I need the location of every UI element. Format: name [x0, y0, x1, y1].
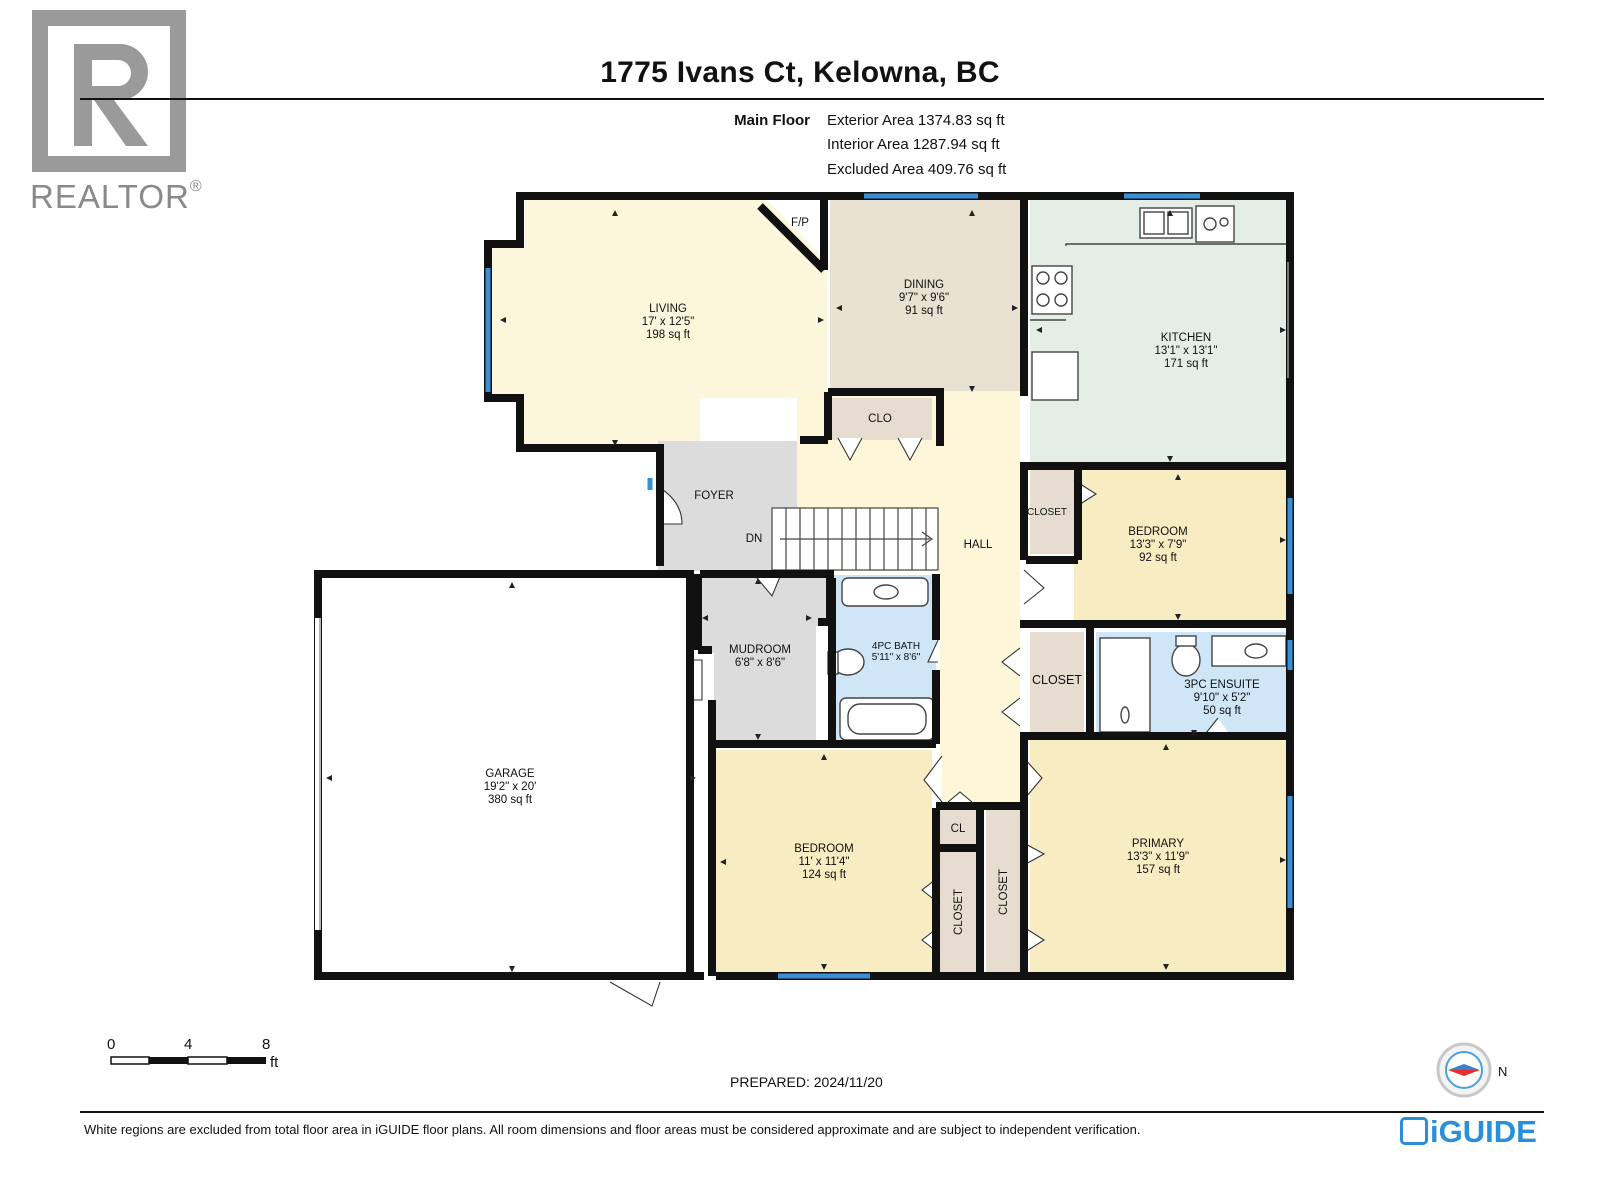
- scale-tick-0: 0: [107, 1036, 116, 1053]
- compass-north-label: N: [1498, 1064, 1507, 1079]
- page-title: 1775 Ivans Ct, Kelowna, BC: [600, 56, 1000, 89]
- compass-icon: N: [1436, 1042, 1507, 1098]
- living-name: LIVING: [649, 303, 687, 315]
- scale-tick-8: 8: [262, 1036, 271, 1053]
- dn-label: DN: [746, 533, 763, 545]
- mudroom-dims: 6'8" x 8'6": [735, 657, 785, 669]
- hall-closet-fill: [1030, 632, 1084, 732]
- dining-area: 91 sq ft: [905, 305, 944, 317]
- bedroom2-fill: [716, 750, 932, 972]
- bath4pc-dims: 5'11" x 8'6": [872, 652, 921, 663]
- garage-wall: [314, 570, 704, 980]
- kitchen-area: 171 sq ft: [1164, 358, 1209, 370]
- floor-label: Main Floor: [734, 112, 810, 129]
- footer-divider: [80, 1111, 1544, 1113]
- kitchen-fill: [1030, 198, 1290, 464]
- bath4pc-name: 4PC BATH: [872, 641, 920, 652]
- primary-name: PRIMARY: [1132, 838, 1185, 850]
- scale-unit: ft: [270, 1054, 279, 1071]
- garage-dims: 19'2" x 20': [484, 781, 537, 793]
- living-room-fill: [492, 198, 827, 446]
- bedroom2-dims: 11' x 11'4": [799, 856, 850, 868]
- ensuite-area: 50 sq ft: [1203, 705, 1242, 717]
- dimension-markers: [326, 210, 1286, 972]
- hall-label: HALL: [964, 539, 993, 551]
- foyer-label: FOYER: [694, 490, 734, 502]
- exterior-area: Exterior Area 1374.83 sq ft: [827, 112, 1005, 129]
- bedroom1-closet-fill: [1030, 470, 1074, 554]
- primary-area: 157 sq ft: [1136, 864, 1181, 876]
- dining-room-fill: [830, 198, 1020, 392]
- registered-mark: ®: [189, 178, 203, 195]
- closet-clo-fill: [828, 398, 932, 440]
- stairs: [771, 507, 939, 571]
- iguide-brand-text: iGUIDE: [1430, 1114, 1537, 1149]
- hall-fill: [797, 391, 1020, 802]
- primary-dims: 13'3" x 11'9": [1127, 851, 1189, 863]
- title-divider: [80, 98, 1544, 100]
- closet-bed2-fill: [940, 852, 976, 972]
- realtor-text: REALTOR: [30, 178, 190, 215]
- closet-bed2-label: CLOSET: [953, 889, 965, 935]
- ensuite-vanity: [1211, 635, 1287, 667]
- bedroom1-name: BEDROOM: [1128, 526, 1187, 538]
- clo-label: CLO: [868, 413, 892, 425]
- disclaimer: White regions are excluded from total fl…: [84, 1122, 1141, 1137]
- windows: [485, 193, 1293, 979]
- closet-primary-label: CLOSET: [998, 869, 1010, 915]
- iguide-logo: iGUIDE: [1400, 1114, 1537, 1150]
- ensuite-dims: 9'10" x 5'2": [1194, 692, 1251, 704]
- kitchen-name: KITCHEN: [1161, 332, 1211, 344]
- mudroom-name: MUDROOM: [729, 644, 791, 656]
- primary-fill: [1030, 740, 1290, 972]
- interior-area: Interior Area 1287.94 sq ft: [827, 136, 1000, 153]
- dishwasher: [1195, 205, 1235, 243]
- kitchen-dims: 13'1" x 13'1": [1154, 345, 1217, 357]
- mudroom-fill: [698, 575, 826, 740]
- living-dims: 17' x 12'5": [642, 316, 695, 328]
- garage-area: 380 sq ft: [488, 794, 533, 806]
- living-area: 198 sq ft: [646, 329, 691, 341]
- bedroom2-name: BEDROOM: [794, 843, 853, 855]
- ensuite-name: 3PC ENSUITE: [1184, 679, 1260, 691]
- kitchen-sink: [1139, 207, 1193, 239]
- shower: [1099, 637, 1151, 733]
- garage-name: GARAGE: [485, 768, 535, 780]
- fixtures: [827, 205, 1290, 741]
- prepared-date: PREPARED: 2024/11/20: [730, 1074, 883, 1090]
- scale-bar-graphic: [110, 1056, 266, 1065]
- bedroom1-dims: 13'3" x 7'9": [1130, 539, 1187, 551]
- realtor-wordmark: REALTOR®: [30, 178, 203, 216]
- bedroom2-area: 124 sq ft: [802, 869, 847, 881]
- iguide-mark-icon: [1400, 1117, 1428, 1145]
- foyer-fill: [658, 441, 797, 571]
- ensuite-toilet: [1171, 643, 1201, 677]
- bedroom1-fill: [1074, 470, 1290, 626]
- garage-fill: [322, 578, 700, 970]
- bath4pc-sink: [841, 577, 929, 607]
- realtor-r-icon: [32, 10, 186, 172]
- closet-hall-label: CLOSET: [1032, 673, 1082, 687]
- cl-fill: [940, 810, 976, 844]
- stove: [1031, 265, 1073, 315]
- realtor-logo: [32, 10, 186, 172]
- closet-primary-fill: [986, 810, 1022, 972]
- dining-name: DINING: [904, 279, 944, 291]
- scale-tick-4: 4: [184, 1036, 193, 1053]
- cl-label: CL: [951, 823, 966, 835]
- fp-label: F/P: [791, 217, 809, 229]
- walls: [314, 192, 1294, 980]
- bedroom1-area: 92 sq ft: [1139, 552, 1178, 564]
- dining-dims: 9'7" x 9'6": [899, 292, 949, 304]
- excluded-area: Excluded Area 409.76 sq ft: [827, 161, 1007, 178]
- closet-bed1-label: CLOSET: [1027, 507, 1067, 518]
